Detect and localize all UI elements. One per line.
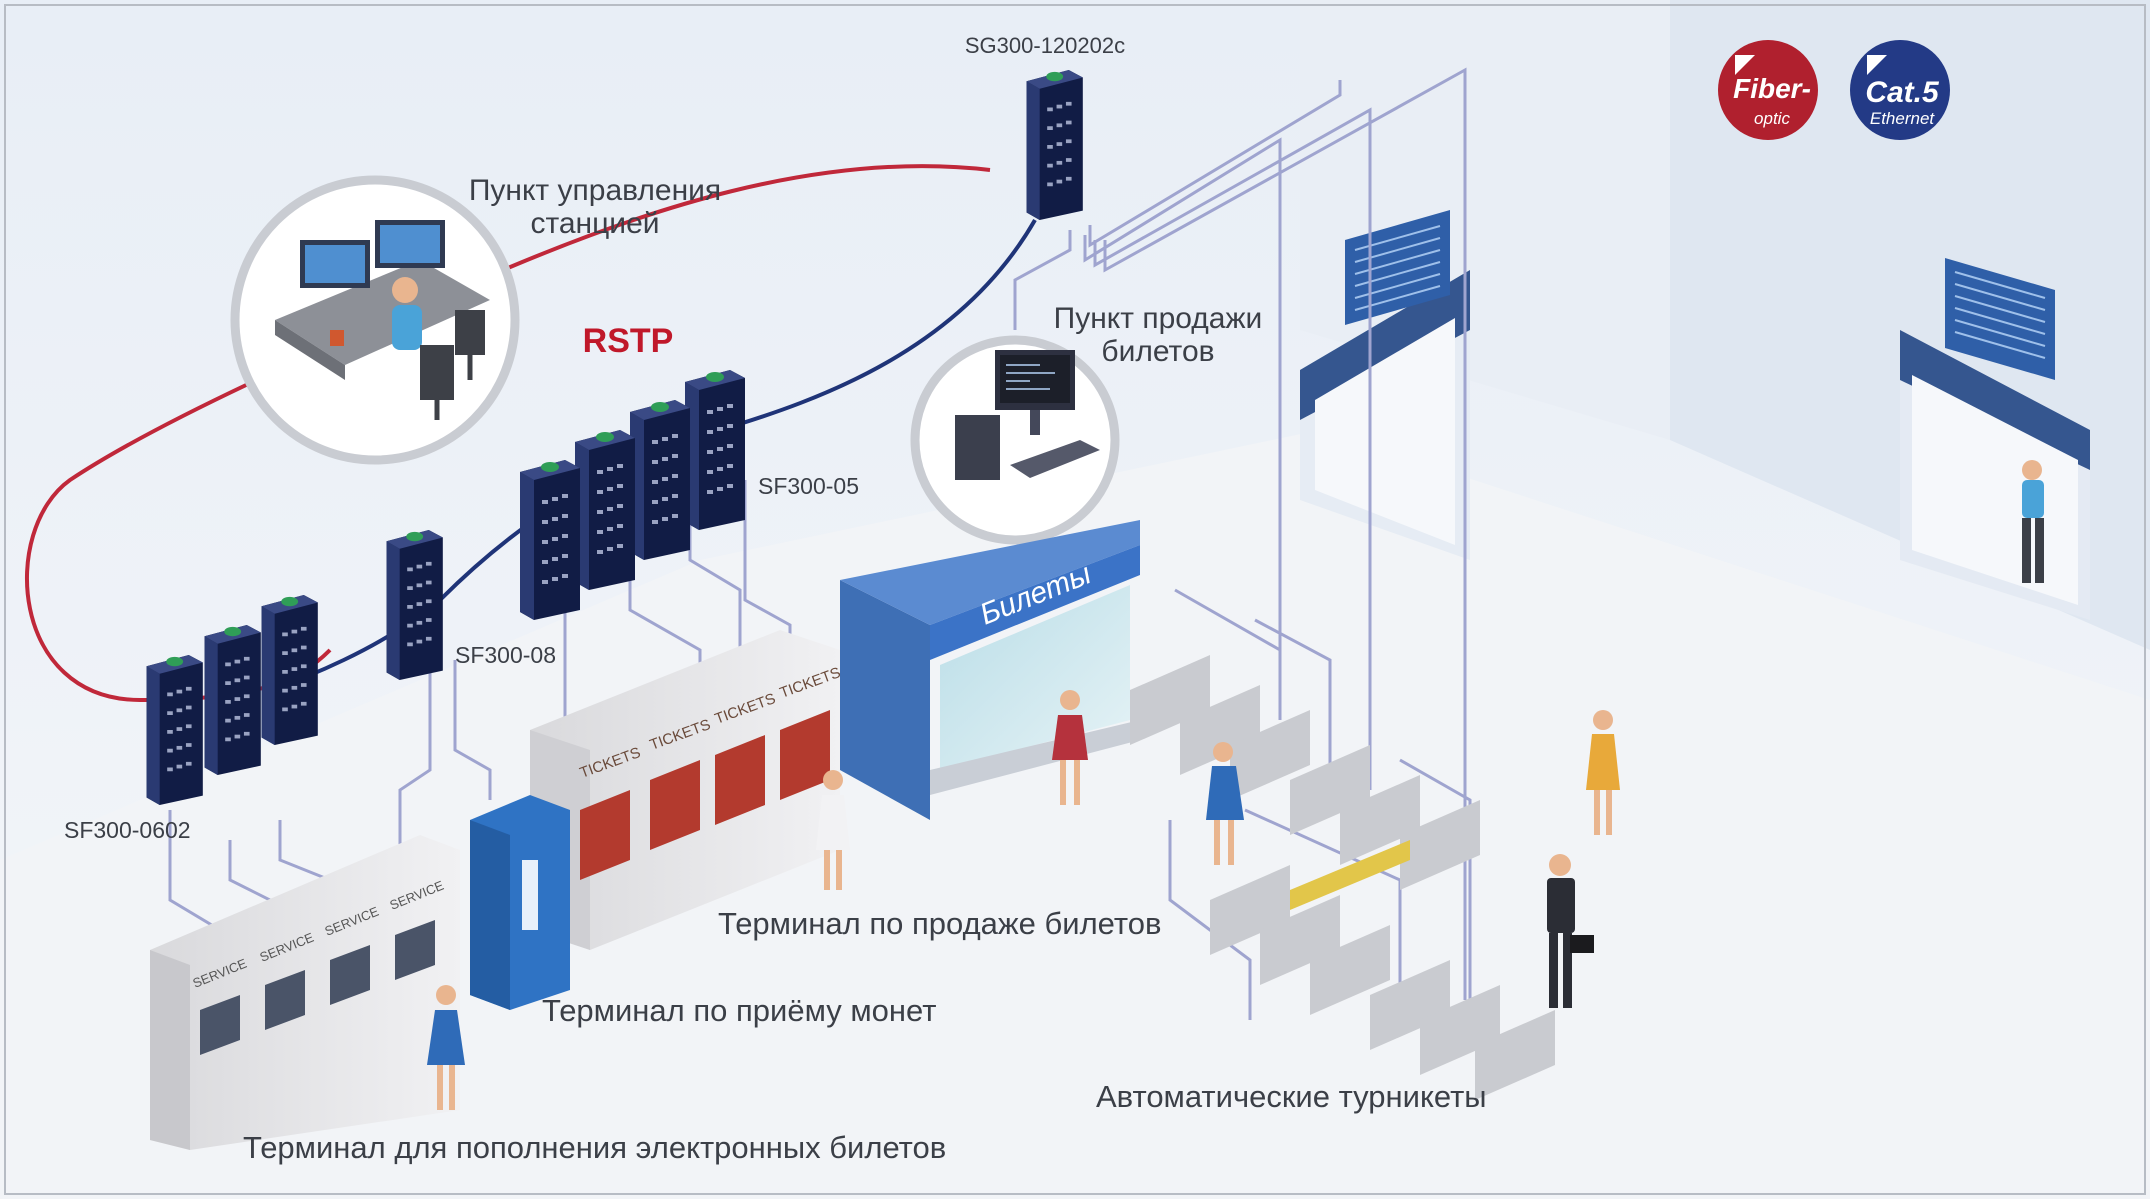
switch-sf300-05-2 — [630, 400, 690, 560]
ticket-terminal-label: Терминал по продаже билетов — [718, 906, 1161, 941]
core-switch — [1026, 70, 1083, 220]
doorway-left — [1300, 270, 1470, 560]
core-switch-label: SG300-120202c — [965, 33, 1125, 58]
turnstiles — [1130, 655, 1555, 1100]
coin-terminal — [470, 795, 570, 1010]
switch-sf300-0602-1 — [261, 595, 318, 745]
fiber-optic-title: Fiber- — [1733, 73, 1811, 104]
switch-sf300-08-label: SF300-08 — [455, 642, 556, 668]
fiber-optic-badge: Fiber- optic — [1718, 40, 1818, 140]
departure-board-2 — [1945, 258, 2055, 380]
ticket-office-label-line1: Пункт продажи — [1054, 302, 1263, 335]
ticket-office-illustration — [910, 335, 1120, 545]
control-point-label-line2: станцией — [530, 207, 659, 240]
switch-sf300-05-3 — [575, 430, 635, 590]
control-point-illustration — [230, 175, 520, 465]
switch-sf300-0602-label: SF300-0602 — [64, 817, 191, 843]
cat5-title: Cat.5 — [1865, 76, 1940, 109]
passenger-far-right — [2022, 460, 2044, 583]
ticket-office-label-line2: билетов — [1101, 335, 1214, 368]
switch-sf300-05-label: SF300-05 — [758, 473, 859, 499]
cat5-ethernet-badge: Cat.5 Ethernet — [1850, 40, 1950, 140]
switch-sf300-0602-3 — [146, 655, 203, 805]
switch-sf300-0602-2 — [204, 625, 261, 775]
ticket-machines — [530, 630, 840, 950]
people — [427, 690, 1620, 1110]
refill-terminal-label: Терминал для пополнения электронных биле… — [243, 1130, 946, 1165]
service-terminals — [150, 835, 460, 1150]
fiber-optic-subtitle: optic — [1754, 109, 1790, 128]
switch-sf300-08 — [386, 530, 443, 680]
coin-terminal-label: Терминал по приёму монет — [542, 993, 936, 1028]
cat5-subtitle: Ethernet — [1870, 109, 1936, 128]
switch-sf300-05-1 — [685, 370, 745, 530]
frame — [4, 4, 2146, 1195]
control-point-label-line1: Пункт управления — [469, 174, 721, 207]
switch-sf300-05-4 — [520, 460, 580, 620]
floor — [0, 430, 2150, 1199]
rstp-label: RSTP — [583, 322, 674, 360]
turnstiles-label: Автоматические турникеты — [1096, 1079, 1487, 1114]
drop-cables — [168, 67, 1472, 1030]
